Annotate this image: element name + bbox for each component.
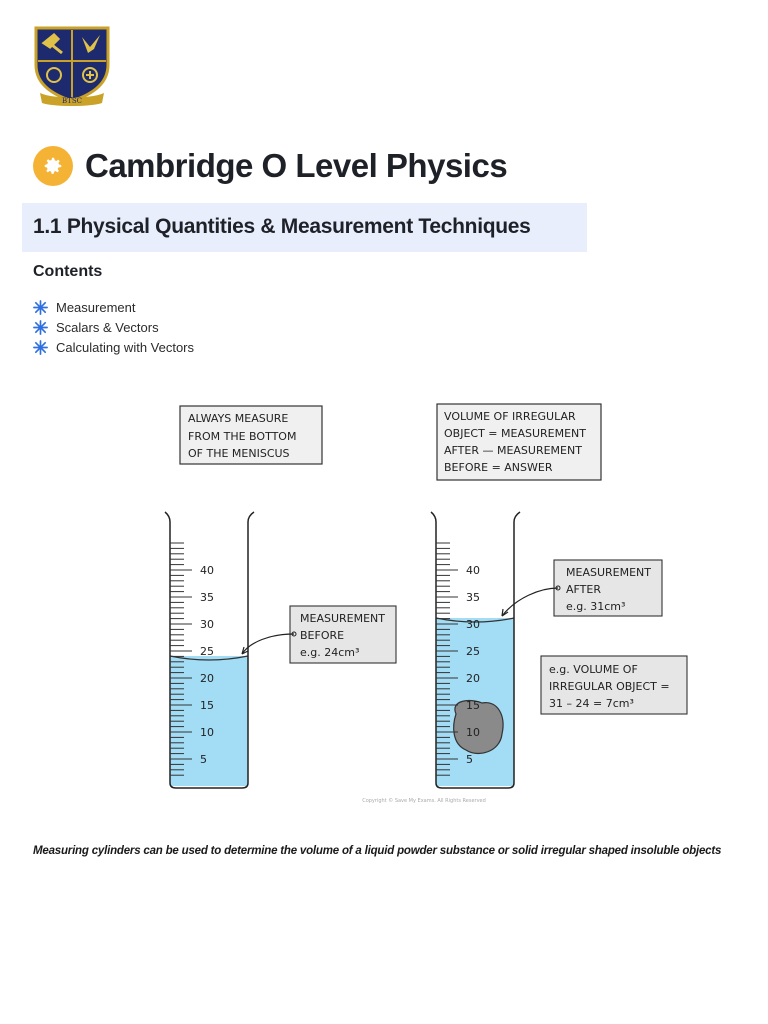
- cylinder-after: 40 35 30 25 20 15 10 5: [430, 511, 521, 789]
- logo-monogram: BTSC: [62, 97, 82, 105]
- scale-label: 10: [466, 726, 480, 739]
- note-box-left: ALWAYS MEASURE FROM THE BOTTOM OF THE ME…: [179, 405, 323, 465]
- copyright-text: Copyright © Save My Exams. All Rights Re…: [362, 797, 486, 804]
- svg-text:MEASUREMENT: MEASUREMENT: [566, 566, 651, 579]
- svg-text:e.g. VOLUME OF: e.g. VOLUME OF: [549, 663, 638, 676]
- gear-icon: [33, 146, 73, 186]
- svg-text:e.g. 24cm³: e.g. 24cm³: [300, 646, 359, 659]
- note-left-line: FROM THE BOTTOM: [188, 430, 296, 443]
- svg-text:31 – 24 = 7cm³: 31 – 24 = 7cm³: [549, 697, 634, 710]
- measuring-cylinder-figure: ALWAYS MEASURE FROM THE BOTTOM OF THE ME…: [160, 398, 700, 810]
- contents-item-label: Scalars & Vectors: [56, 319, 159, 335]
- note-left-line: ALWAYS MEASURE: [188, 412, 288, 425]
- scale-label: 15: [466, 699, 480, 712]
- svg-text:BEFORE: BEFORE: [300, 629, 344, 642]
- contents-item-label: Calculating with Vectors: [56, 339, 195, 355]
- scale-label: 35: [466, 591, 480, 604]
- figure-caption: Measuring cylinders can be used to deter…: [33, 845, 722, 857]
- section-banner: [22, 203, 587, 252]
- contents-item-measurement[interactable]: Measurement: [33, 297, 194, 317]
- contents-heading: Contents: [33, 263, 103, 280]
- label-measurement-after: MEASUREMENT AFTER e.g. 31cm³: [501, 559, 663, 617]
- scale-label: 20: [466, 672, 480, 685]
- school-logo: BTSC: [32, 25, 112, 107]
- note-left-line: OF THE MENISCUS: [188, 447, 290, 460]
- note-right-line: VOLUME OF IRREGULAR: [444, 410, 576, 423]
- label-measurement-before: MEASUREMENT BEFORE e.g. 24cm³: [241, 605, 397, 664]
- asterisk-icon: [33, 299, 48, 315]
- svg-text:AFTER: AFTER: [566, 583, 601, 596]
- scale-label: 35: [200, 591, 214, 604]
- svg-text:e.g. 31cm³: e.g. 31cm³: [566, 600, 625, 613]
- page-title: Cambridge O Level Physics: [85, 147, 508, 184]
- scale-label: 40: [200, 564, 214, 577]
- cylinder-before: 40 35 30 25 20 15 10 5: [164, 511, 255, 789]
- label-result: e.g. VOLUME OF IRREGULAR OBJECT = 31 – 2…: [540, 655, 688, 715]
- scale-label: 30: [466, 618, 480, 631]
- note-right-line: BEFORE = ANSWER: [444, 461, 553, 474]
- note-right-line: OBJECT = MEASUREMENT: [444, 427, 586, 440]
- svg-text:MEASUREMENT: MEASUREMENT: [300, 612, 385, 625]
- scale-label: 40: [466, 564, 480, 577]
- scale-label: 5: [466, 753, 473, 766]
- asterisk-icon: [33, 319, 48, 335]
- asterisk-icon: [33, 339, 48, 355]
- scale-label: 20: [200, 672, 214, 685]
- note-box-right: VOLUME OF IRREGULAR OBJECT = MEASUREMENT…: [436, 403, 602, 481]
- scale-label: 15: [200, 699, 214, 712]
- svg-text:IRREGULAR OBJECT =: IRREGULAR OBJECT =: [549, 680, 670, 693]
- note-right-line: AFTER — MEASUREMENT: [444, 444, 582, 457]
- section-title: 1.1 Physical Quantities & Measurement Te…: [33, 215, 531, 238]
- scale-label: 25: [200, 645, 214, 658]
- contents-item-label: Measurement: [56, 299, 136, 315]
- contents-list: Measurement Scalars & Vectors Calculatin…: [33, 297, 194, 357]
- scale-label: 5: [200, 753, 207, 766]
- contents-item-scalars-vectors[interactable]: Scalars & Vectors: [33, 317, 194, 337]
- contents-item-calculating-vectors[interactable]: Calculating with Vectors: [33, 337, 194, 357]
- irregular-object: [453, 699, 504, 755]
- scale-label: 10: [200, 726, 214, 739]
- scale-label: 25: [466, 645, 480, 658]
- scale-label: 30: [200, 618, 214, 631]
